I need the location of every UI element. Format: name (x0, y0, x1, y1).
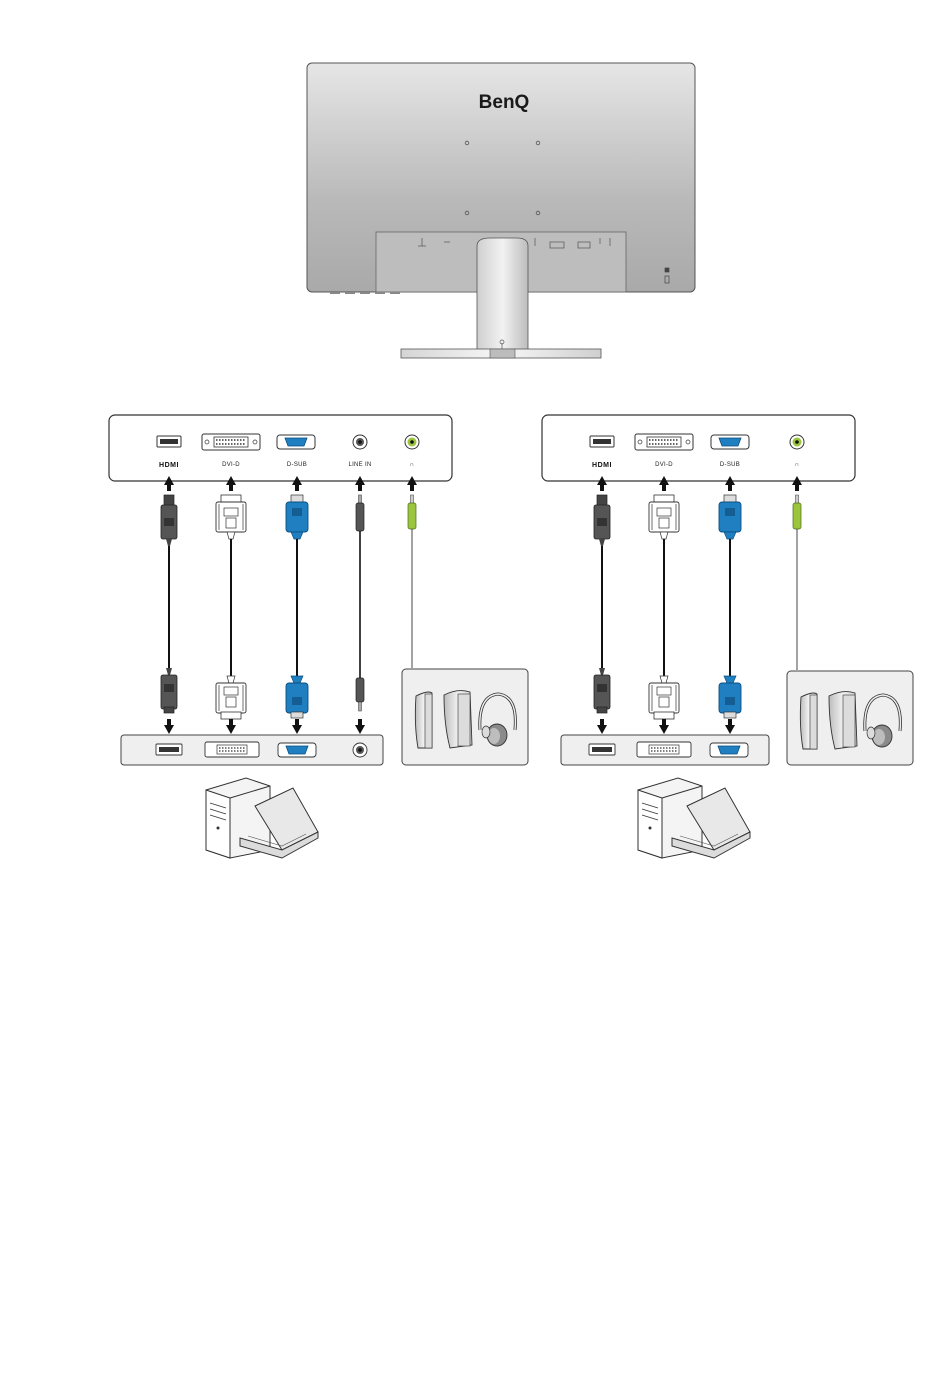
diagram-left: HDMI DVI-D D-SUB LINE IN (109, 415, 528, 858)
line-in-port (353, 435, 367, 449)
computer-hdmi-port (589, 744, 615, 755)
line-in-port-label: LINE IN (348, 462, 371, 468)
dvi-port (635, 434, 693, 450)
dsub-port (711, 435, 749, 449)
vga-cable (719, 495, 741, 718)
hdmi-cable (594, 495, 610, 713)
down-arrows (164, 719, 365, 734)
audio-cable-headphone (408, 495, 416, 668)
dvi-cable (649, 495, 679, 719)
dvi-cable (216, 495, 246, 719)
dsub-port-label: D-SUB (287, 462, 307, 468)
down-arrows (597, 719, 735, 734)
dsub-port-label: D-SUB (720, 462, 740, 468)
dsub-port (277, 435, 315, 449)
hdmi-cable (161, 495, 177, 713)
audio-cable-headphone (793, 495, 801, 670)
dvi-port-label: DVI-D (222, 462, 240, 468)
dvi-port (202, 434, 260, 450)
computer-vga-port (710, 743, 748, 757)
computer-dvi-port (637, 742, 691, 757)
computer-dvi-port (205, 742, 259, 757)
headphone-port-label: ∩ (795, 462, 800, 468)
vga-cable (286, 495, 308, 718)
computer-vga-port (278, 743, 316, 757)
stand-neck (477, 238, 528, 352)
headphone-port-label: ∩ (410, 462, 415, 468)
hdmi-port-label: HDMI (159, 462, 179, 469)
headphone-port (405, 435, 419, 449)
monitor-back: BenQ (307, 63, 695, 358)
hdmi-port (590, 436, 614, 447)
hdmi-port-label: HDMI (592, 462, 612, 469)
audio-cable-line-in (356, 495, 364, 711)
monitor-port-panel (542, 415, 855, 481)
diagram-right: HDMI DVI-D D-SUB ∩ (542, 415, 913, 858)
hdmi-port (157, 436, 181, 447)
headphone-port (790, 435, 804, 449)
computer-audio-port (353, 743, 367, 757)
dvi-port-label: DVI-D (655, 462, 673, 468)
computer-hdmi-port (156, 744, 182, 755)
brand-logo: BenQ (479, 92, 530, 113)
